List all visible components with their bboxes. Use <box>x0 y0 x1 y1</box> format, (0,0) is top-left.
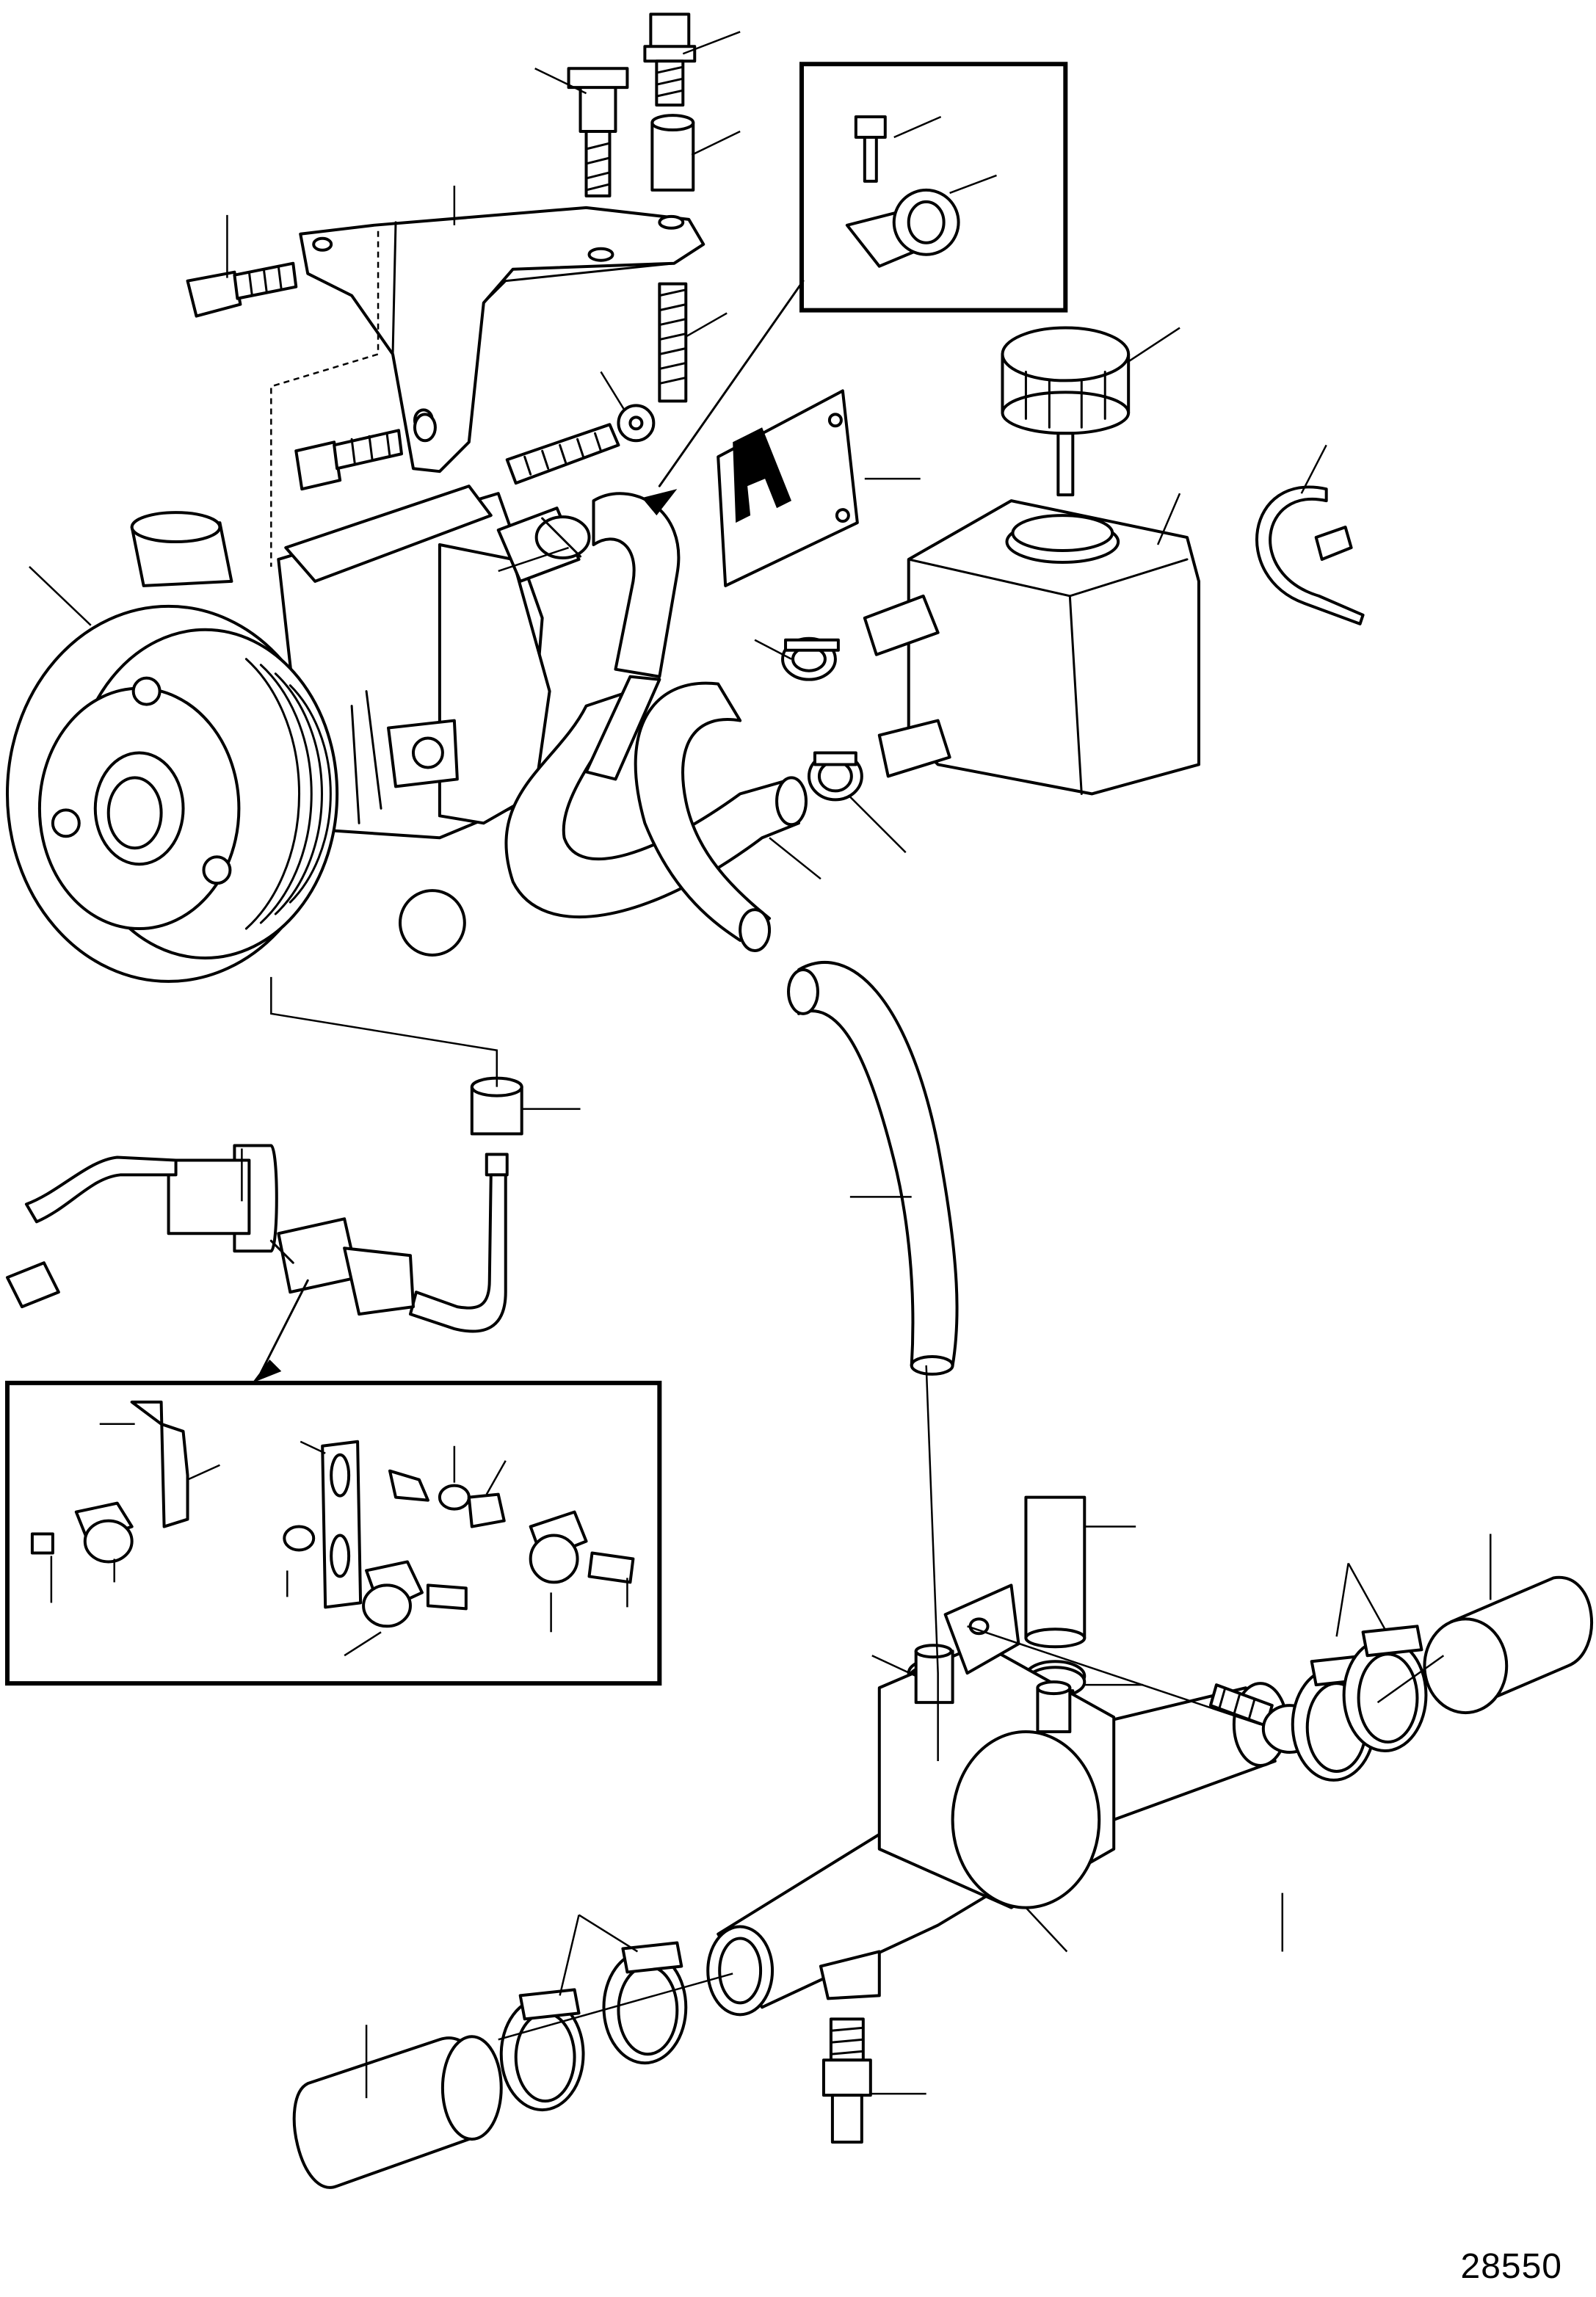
high-pressure-pipe <box>7 1146 506 1332</box>
cable-tie <box>1257 487 1363 623</box>
large-clamp-left-inner <box>603 1943 686 2064</box>
plug-ball <box>400 890 465 955</box>
power-steering-pump <box>132 486 579 838</box>
large-clamp-left-outer <box>501 1989 584 2110</box>
short-hose <box>1026 1498 1084 1647</box>
reservoir-cap <box>1002 328 1128 496</box>
tee-pipe <box>708 1644 1287 2014</box>
stud-bolt <box>659 284 686 402</box>
bracket-bolt-middle <box>296 414 435 489</box>
hose-clip-lower <box>809 752 862 799</box>
return-hose <box>636 683 769 951</box>
pump-pulley <box>7 606 337 981</box>
drain-hose <box>788 962 957 1374</box>
suction-hose <box>506 692 806 917</box>
long-stud <box>507 405 654 483</box>
union-nut <box>472 1078 522 1175</box>
hose-clip-upper <box>783 639 838 680</box>
large-clamp-right-outer <box>1344 1626 1426 1751</box>
bracket-bolt-left <box>188 264 297 316</box>
warning-label-plate <box>718 391 857 586</box>
drawing-number: 28550 <box>1460 2247 1562 2286</box>
pipe-detail-arrow <box>252 1280 308 1383</box>
coolant-hose-left <box>294 2036 501 2188</box>
oil-reservoir <box>865 501 1199 794</box>
coolant-hose-right <box>1424 1578 1592 1713</box>
inset-clamp-detail <box>7 1383 659 1683</box>
temperature-sensor <box>824 2019 871 2142</box>
pressure-hose-upper <box>537 493 679 779</box>
inset-clip-detail <box>642 64 1065 516</box>
spacer-sleeve <box>652 115 693 190</box>
leader-lines <box>29 32 1490 2098</box>
bracket-bolt-top-left <box>569 68 628 196</box>
bracket-bolt-top-right <box>645 14 694 105</box>
